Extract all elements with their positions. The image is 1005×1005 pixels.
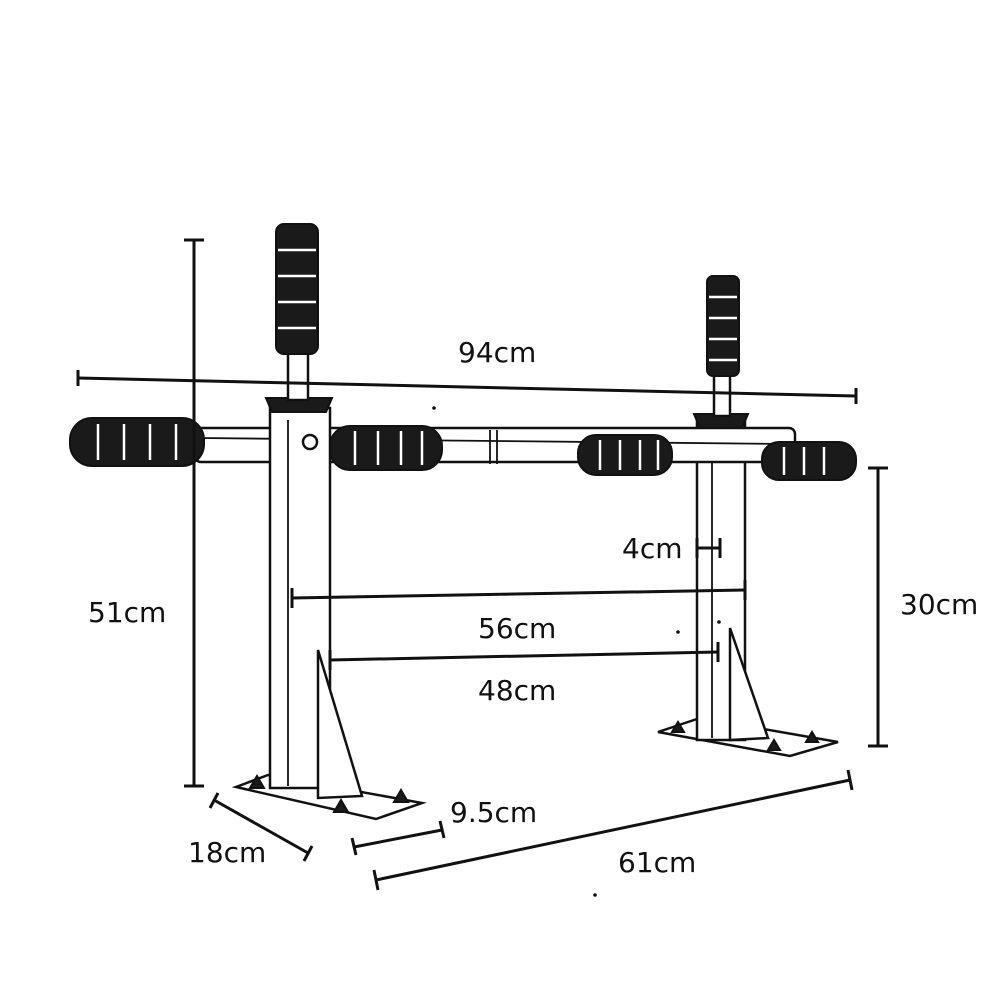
dim-line-handle-height [868,466,888,748]
right-end-grip [761,441,857,481]
left-base-bolts [248,774,410,813]
left-collar [264,397,334,413]
label-handle-height: 30cm [900,588,978,621]
dimension-lines [76,238,888,891]
right-gusset [728,627,770,742]
left-bolt-hole [301,433,319,451]
dim-line-depth [208,792,314,862]
label-inner-span: 48cm [478,674,556,707]
right-vertical-grip [706,275,740,377]
left-stand [231,223,427,821]
dim-line-plate-width [350,820,446,856]
right-stand [657,275,839,758]
label-base-span: 61cm [618,846,696,879]
label-height: 51cm [88,596,166,629]
left-grip-post [286,350,310,402]
specks [432,406,721,897]
left-end-grip [69,417,205,467]
inner-left-grip [329,425,443,471]
dim-line-outer-span [290,580,747,608]
label-tube-diameter: 4cm [622,532,682,565]
dim-line-height [184,238,204,788]
label-depth: 18cm [188,836,266,869]
dim-line-inner-span [328,642,720,670]
label-plate-width: 9.5cm [450,796,537,829]
label-outer-span: 56cm [478,612,556,645]
label-overall-width: 94cm [458,336,536,369]
horizontal-bar [69,417,857,481]
inner-right-grip [577,434,673,476]
right-base-bolts [670,720,820,751]
dim-line-base-span [372,769,854,891]
dim-line-overall-width [76,370,858,404]
left-gusset [316,649,364,800]
dim-line-tube-diameter [695,538,722,558]
left-vertical-grip [275,223,319,355]
